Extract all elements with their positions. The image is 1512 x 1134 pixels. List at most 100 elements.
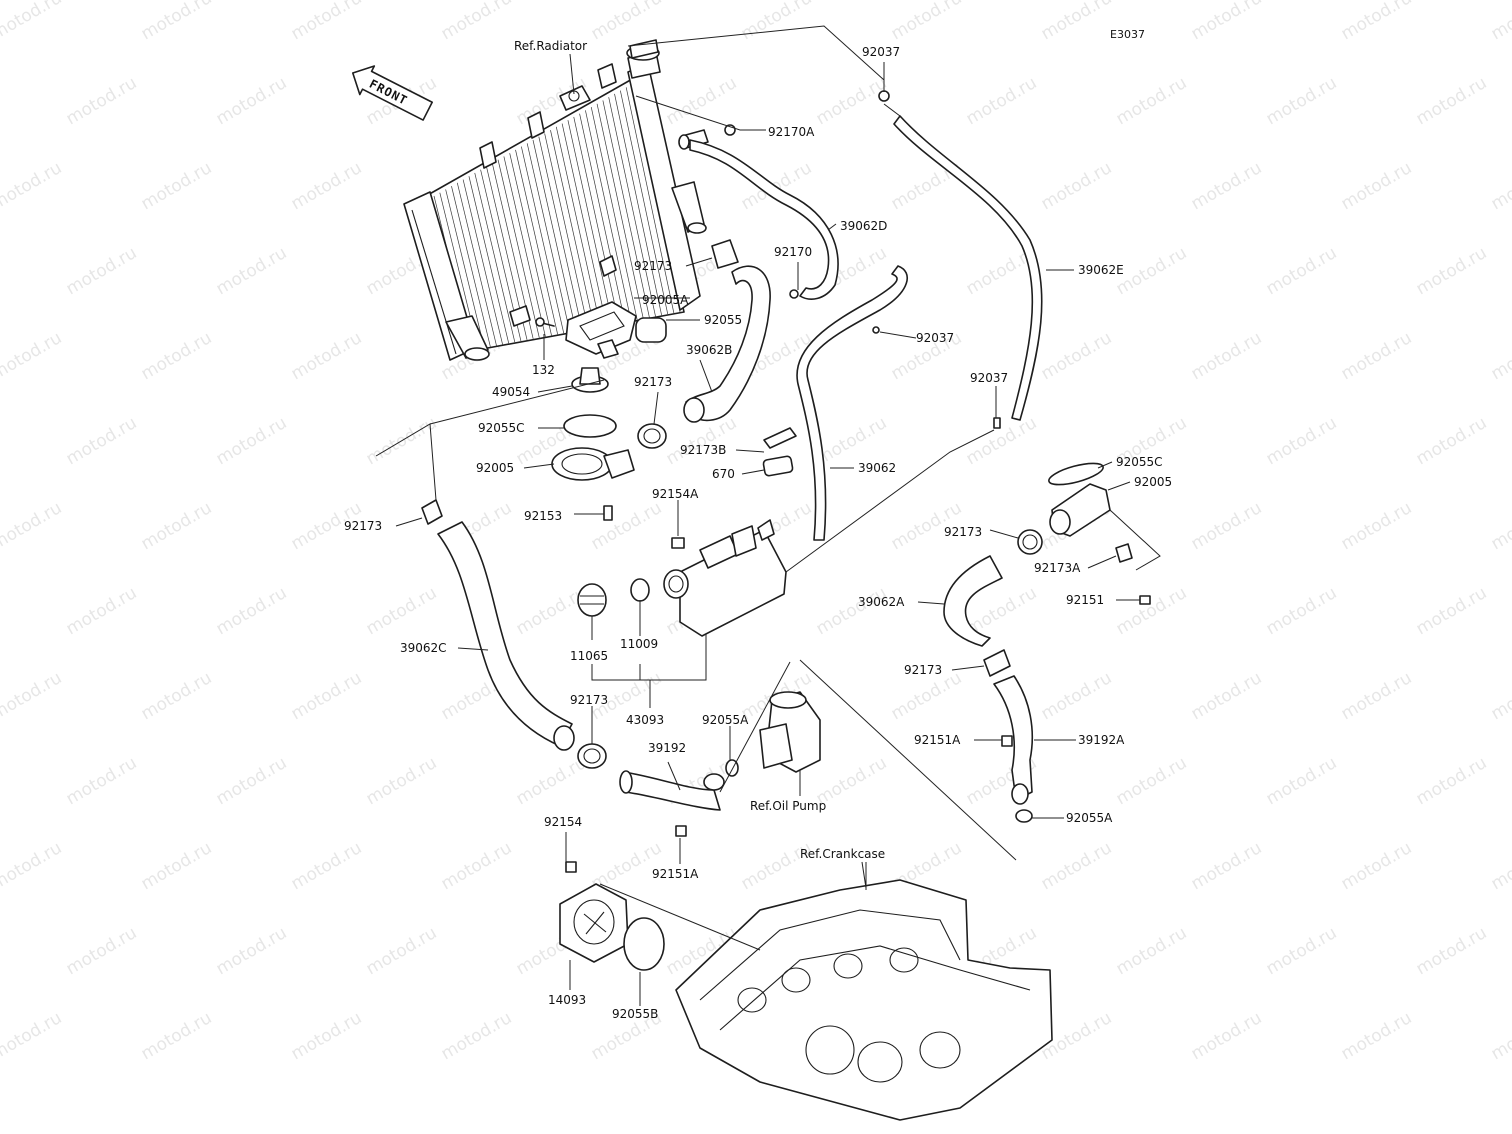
label-92005-right: 92005 xyxy=(1134,475,1172,489)
watermark-text: motod.ru xyxy=(63,413,141,469)
watermark-text: motod.ru xyxy=(63,923,141,979)
watermark-text: motod.ru xyxy=(0,158,65,214)
watermark-text: motod.ru xyxy=(1338,0,1416,44)
watermark-text: motod.ru xyxy=(213,73,291,129)
leader-lines xyxy=(375,25,1161,1006)
label-92173b: 92173B xyxy=(680,443,726,457)
crankcase xyxy=(675,879,1053,1121)
watermark-text: motod.ru xyxy=(0,498,65,554)
watermark-text: motod.ru xyxy=(288,158,366,214)
watermark-text: motod.ru xyxy=(288,838,366,894)
bolt-92153 xyxy=(603,505,613,521)
watermark-text: motod.ru xyxy=(363,583,441,639)
label-ref-radiator: Ref.Radiator xyxy=(514,39,587,53)
watermark-text: motod.ru xyxy=(1413,753,1491,809)
watermark-text: motod.ru xyxy=(0,668,65,724)
watermark-text: motod.ru xyxy=(813,583,891,639)
watermark-text: motod.ru xyxy=(1113,73,1191,129)
watermark-text: motod.ru xyxy=(1038,668,1116,724)
hose-39062d xyxy=(689,139,839,300)
label-92151a-right: 92151A xyxy=(914,733,961,747)
watermark-text: motod.ru xyxy=(963,73,1041,129)
watermark-text: motod.ru xyxy=(1113,753,1191,809)
label-14093: 14093 xyxy=(548,993,586,1007)
watermark-text: motod.ru xyxy=(1263,923,1341,979)
watermark-text: motod.ru xyxy=(813,73,891,129)
radiator xyxy=(403,39,709,361)
label-92173-d: 92173 xyxy=(944,525,982,539)
label-92005-left: 92005 xyxy=(476,461,514,475)
water-pump xyxy=(759,691,821,773)
clip-92037-mid xyxy=(872,326,880,334)
watermark-text: motod.ru xyxy=(1263,73,1341,129)
label-11009: 11009 xyxy=(620,637,658,651)
label-92153: 92153 xyxy=(524,509,562,523)
label-92170a: 92170A xyxy=(768,125,815,139)
watermark-text: motod.ru xyxy=(888,0,966,44)
clamp-92173-right-bottom xyxy=(983,649,1011,677)
watermark-text: motod.ru xyxy=(438,0,516,44)
housing-92005-right xyxy=(1049,483,1111,537)
bolt-92154a xyxy=(671,537,685,549)
watermark-text: motod.ru xyxy=(0,0,65,44)
watermark-text: motod.ru xyxy=(1263,753,1341,809)
watermark-text: motod.ru xyxy=(1113,923,1191,979)
watermark-text: motod.ru xyxy=(588,498,666,554)
label-39192: 39192 xyxy=(648,741,686,755)
watermark-layer: motod.ru motod.ru motod.ru motod.ru motod.ru… xyxy=(0,0,1512,1064)
watermark-text: motod.ru xyxy=(0,838,65,894)
watermark-text: motod.ru xyxy=(138,498,216,554)
label-39062a: 39062A xyxy=(858,595,905,609)
watermark-text: motod.ru xyxy=(1413,243,1491,299)
label-92037-top: 92037 xyxy=(862,45,900,59)
label-39062c: 39062C xyxy=(400,641,447,655)
label-92055a-left: 92055A xyxy=(702,713,749,727)
oring-92055b xyxy=(623,917,665,971)
watermark-text: motod.ru xyxy=(63,73,141,129)
label-92055: 92055 xyxy=(704,313,742,327)
diagram-code: E3037 xyxy=(1110,28,1145,41)
watermark-text: motod.ru xyxy=(288,0,366,44)
watermark-text: motod.ru xyxy=(588,0,666,44)
watermark-text: motod.ru xyxy=(288,328,366,384)
housing-92005-left xyxy=(551,447,635,481)
watermark-text: motod.ru xyxy=(1413,583,1491,639)
watermark-text: motod.ru xyxy=(213,923,291,979)
clip-92037-top xyxy=(878,90,890,102)
thermostat-housing-92005a xyxy=(565,301,637,359)
watermark-text: motod.ru xyxy=(1488,1008,1512,1064)
clamp-92173-left xyxy=(421,499,443,525)
watermark-text: motod.ru xyxy=(213,753,291,809)
watermark-text: motod.ru xyxy=(1338,838,1416,894)
bolt-92151 xyxy=(1139,595,1151,605)
watermark-text: motod.ru xyxy=(1038,328,1116,384)
watermark-text: motod.ru xyxy=(0,328,65,384)
watermark-text: motod.ru xyxy=(63,753,141,809)
part-labels: Ref.Radiator 92037 92170A 39062D 92170 3… xyxy=(344,39,1172,1021)
label-92173-e: 92173 xyxy=(904,663,942,677)
label-132: 132 xyxy=(532,363,555,377)
label-92055c-left: 92055C xyxy=(478,421,525,435)
label-92173-a: 92173 xyxy=(634,259,672,273)
bolt-92151a-right xyxy=(1001,735,1013,747)
oring-11009 xyxy=(630,578,650,602)
label-92005a: 92005A xyxy=(642,293,689,307)
watermark-text: motod.ru xyxy=(1188,328,1266,384)
watermark-text: motod.ru xyxy=(1338,498,1416,554)
watermark-text: motod.ru xyxy=(1488,0,1512,44)
watermark-text: motod.ru xyxy=(63,243,141,299)
bolt-92154 xyxy=(565,861,577,873)
label-92037-right: 92037 xyxy=(970,371,1008,385)
watermark-text: motod.ru xyxy=(363,753,441,809)
watermark-text: motod.ru xyxy=(288,668,366,724)
label-ref-oil-pump: Ref.Oil Pump xyxy=(750,799,826,813)
clamp-92173-mid xyxy=(637,423,667,449)
label-92037-mid: 92037 xyxy=(916,331,954,345)
oring-92055c-right xyxy=(1048,462,1104,486)
clamp-92173-lower xyxy=(577,743,607,769)
watermark-text: motod.ru xyxy=(438,1008,516,1064)
watermark-text: motod.ru xyxy=(1488,838,1512,894)
watermark-text: motod.ru xyxy=(1338,668,1416,724)
cap-11065 xyxy=(577,583,607,617)
